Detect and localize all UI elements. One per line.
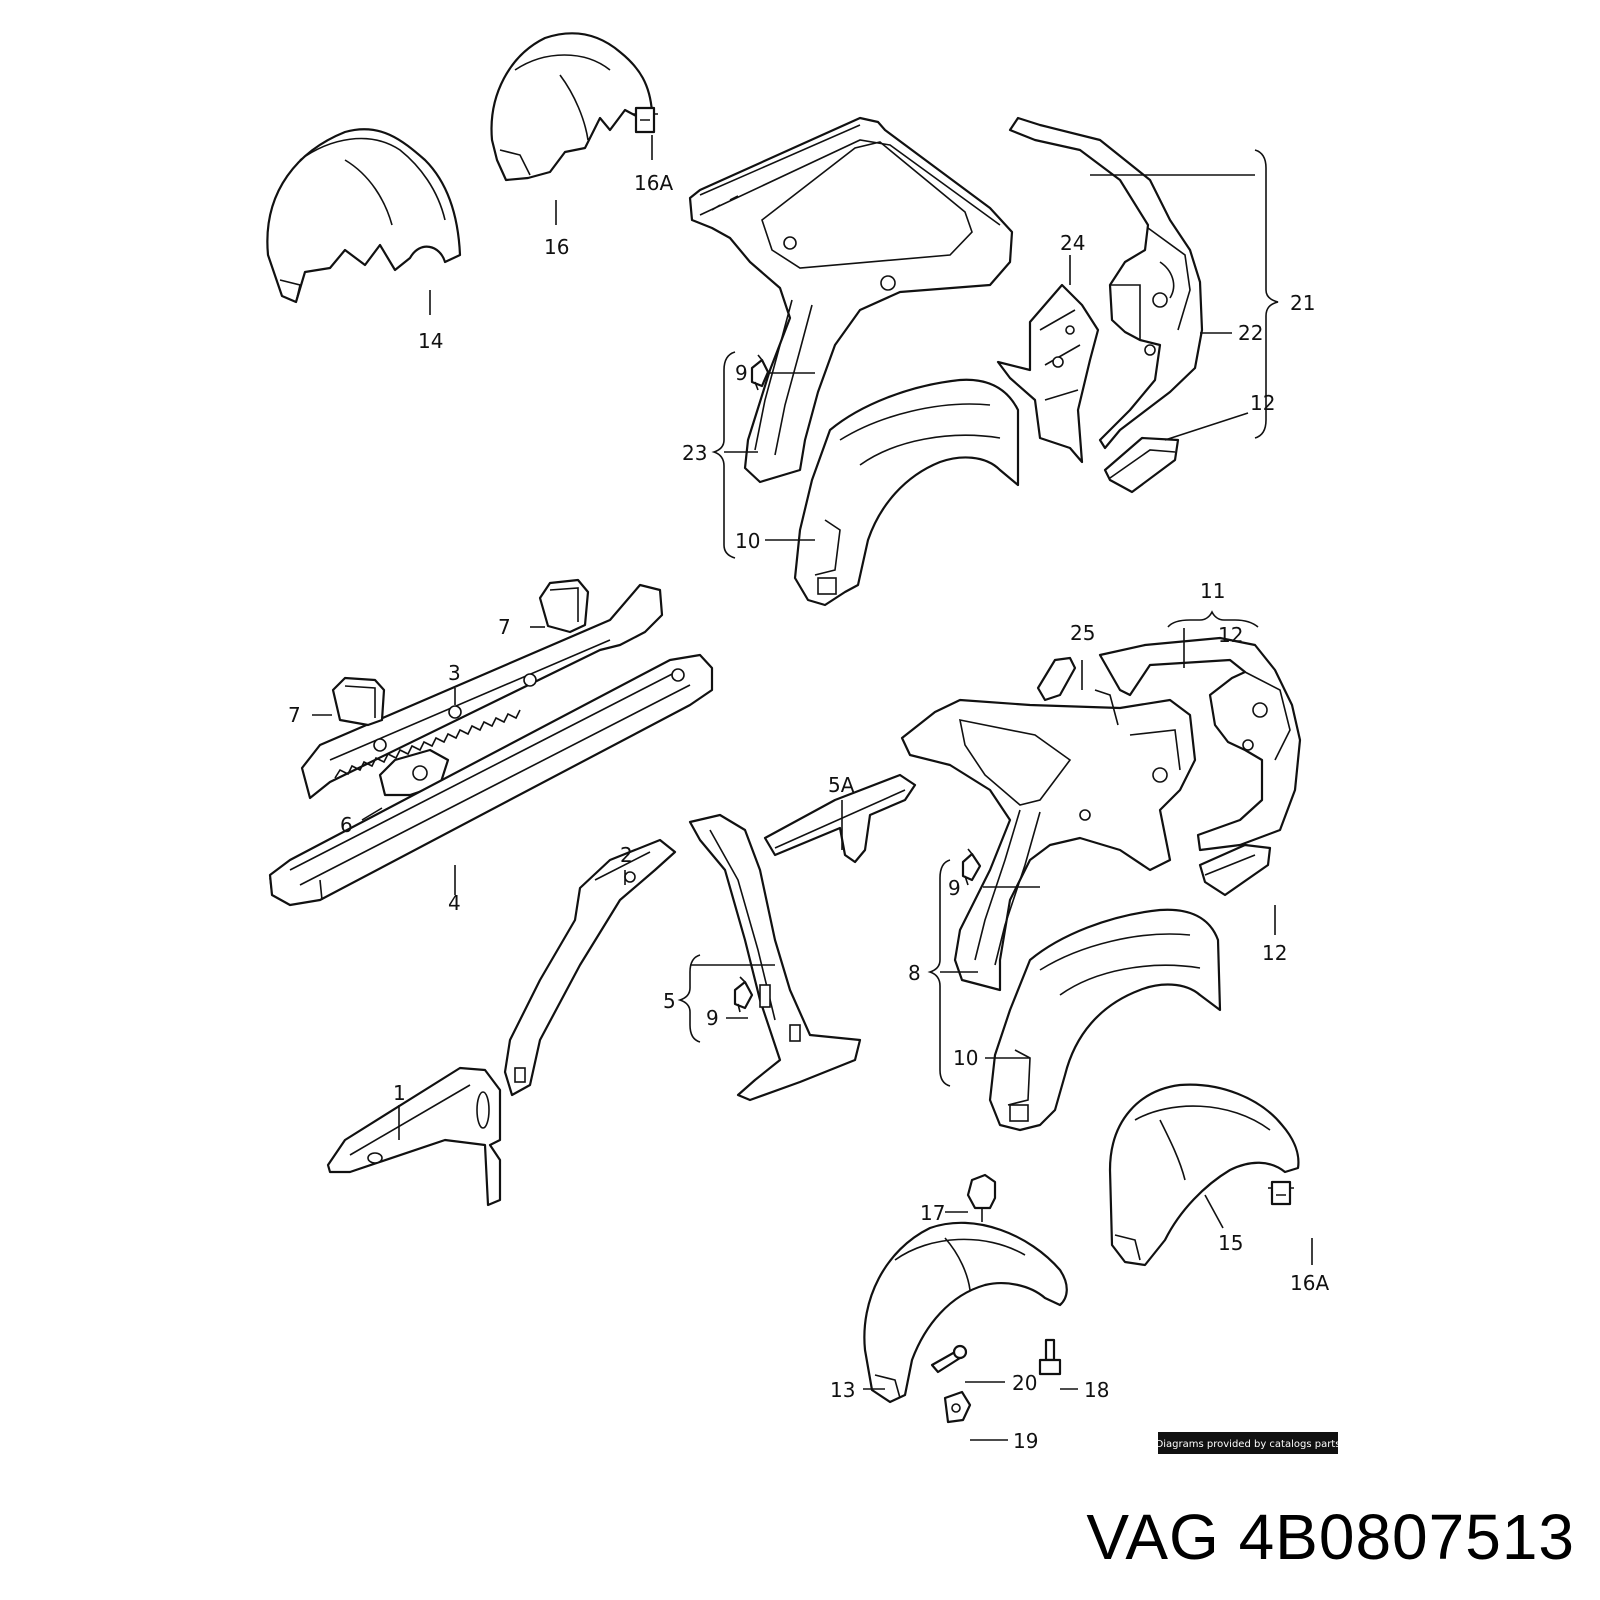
part-25-clip <box>1036 656 1077 702</box>
callout-10-top: 10 <box>735 529 760 553</box>
part-12-bracket-top <box>1103 436 1180 494</box>
part-16a-clip-bottom <box>1268 1180 1294 1206</box>
part-9-clip-mid <box>733 976 754 1013</box>
part-24-reinforcement <box>996 283 1100 464</box>
callout-7-left: 7 <box>288 703 301 727</box>
part-3-sill-reinforcement <box>300 583 664 800</box>
callout-16a-bottom: 16A <box>1290 1271 1329 1295</box>
part-1-front-bracket <box>326 1066 502 1207</box>
callout-6: 6 <box>340 813 353 837</box>
callout-18: 18 <box>1084 1378 1109 1402</box>
callout-16a-top: 16A <box>634 171 673 195</box>
part-6-bracket <box>378 748 450 797</box>
part-8-side-panel-frame <box>900 698 1197 992</box>
part-23-side-panel-frame <box>688 116 1014 484</box>
part-17-plug <box>966 1173 997 1222</box>
part-19-clip-nut <box>943 1390 972 1424</box>
callout-9-top: 9 <box>735 361 748 385</box>
callout-23: 23 <box>682 441 707 465</box>
callout-7-top: 7 <box>498 615 511 639</box>
callout-22: 22 <box>1238 321 1263 345</box>
part-number-caption: VAG 4B0807513 <box>0 1500 1575 1574</box>
callout-10-bottom: 10 <box>953 1046 978 1070</box>
part-12-bracket-right <box>1198 843 1272 897</box>
part-number: 4B0807513 <box>1238 1501 1575 1573</box>
callout-15: 15 <box>1218 1231 1243 1255</box>
credit-text: Diagrams provided by catalogs parts <box>1156 1439 1341 1450</box>
callout-12-right: 12 <box>1262 941 1287 965</box>
callout-5a: 5A <box>828 773 855 797</box>
callout-11: 11 <box>1200 579 1225 603</box>
callout-8: 8 <box>908 961 921 985</box>
leader-lines <box>312 135 1313 1441</box>
callout-2: 2 <box>620 843 633 867</box>
part-21-22-rear-panel <box>1008 116 1204 450</box>
part-11-rear-panel <box>1098 636 1302 852</box>
part-18-bolt <box>1038 1338 1062 1376</box>
callout-16: 16 <box>544 235 569 259</box>
part-16-wheel-arch-liner <box>490 32 654 182</box>
callout-17: 17 <box>920 1201 945 1225</box>
callout-13: 13 <box>830 1378 855 1402</box>
callout-3: 3 <box>448 661 461 685</box>
credit-badge: Diagrams provided by catalogs parts <box>1156 1432 1341 1454</box>
part-2-a-pillar <box>503 838 677 1097</box>
part-15-wheel-arch-liner <box>1108 1083 1300 1267</box>
part-16a-clip-top <box>632 106 658 134</box>
part-7-bracket-lower <box>331 676 386 727</box>
part-10-wheel-housing-lower <box>988 908 1222 1132</box>
part-14-wheel-arch-liner <box>266 128 462 304</box>
part-7-bracket-upper <box>538 578 590 634</box>
callout-9-mid: 9 <box>706 1006 719 1030</box>
callout-19: 19 <box>1013 1429 1038 1453</box>
callout-12-top: 12 <box>1250 391 1275 415</box>
callout-24: 24 <box>1060 231 1085 255</box>
part-13-wheel-arch-liner <box>863 1221 1068 1404</box>
callout-labels: 14 16 16A 21 22 24 12 9 23 10 7 3 7 6 4 … <box>288 171 1329 1453</box>
callout-12-mid: 12 <box>1218 623 1243 647</box>
part-4-side-sill <box>268 653 714 907</box>
callout-25: 25 <box>1070 621 1095 645</box>
callout-14: 14 <box>418 329 443 353</box>
part-9-clip-top <box>750 354 770 391</box>
callout-5: 5 <box>663 989 676 1013</box>
callout-9-right: 9 <box>948 876 961 900</box>
part-5-b-pillar <box>688 813 862 1102</box>
part-10-wheel-housing-upper <box>793 378 1020 607</box>
callout-21: 21 <box>1290 291 1315 315</box>
brand-name: VAG <box>1086 1501 1220 1573</box>
callout-4: 4 <box>448 891 461 915</box>
part-9-clip-right <box>961 848 982 886</box>
callout-20: 20 <box>1012 1371 1037 1395</box>
part-20-screw <box>930 1344 968 1374</box>
callout-1: 1 <box>393 1081 406 1105</box>
part-5a-crossmember <box>763 773 917 864</box>
